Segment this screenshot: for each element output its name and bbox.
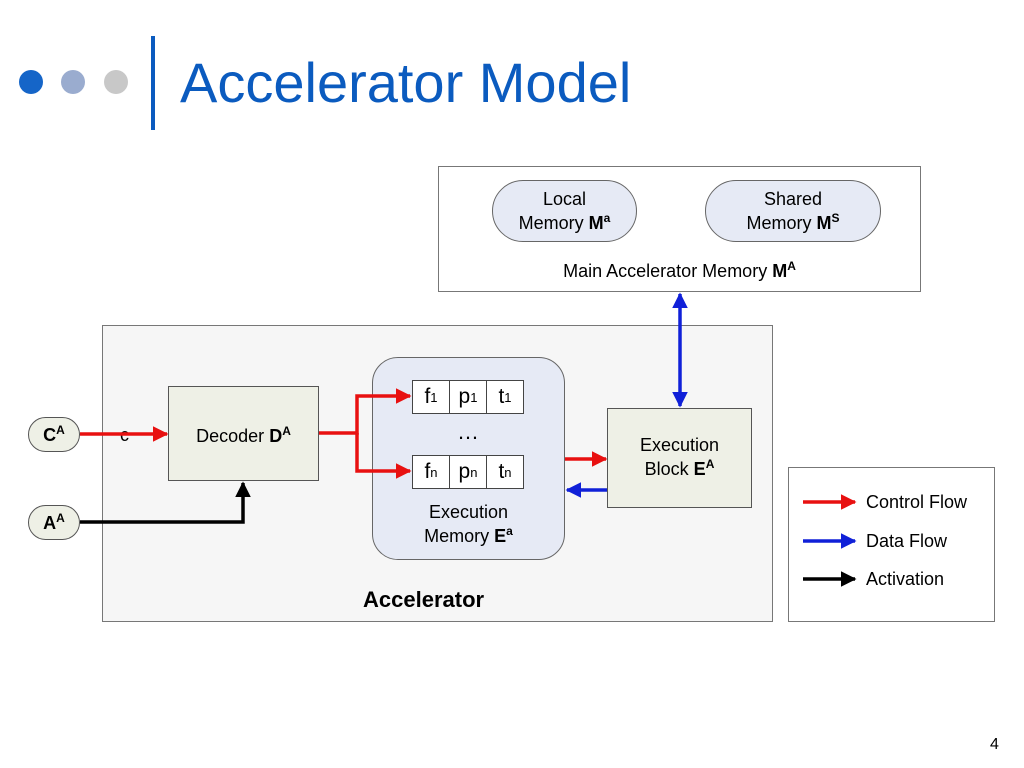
execution-memory-label: Execution Memory Ea [372,500,565,548]
local-memory-node: Local Memory Ma [492,180,637,242]
execution-memory-line2: Memory [424,526,495,546]
control-input-sup: A [56,422,65,437]
shared-memory-sup: S [831,211,840,225]
bullet-dot-2 [61,70,85,94]
activation-input-arrow [80,481,251,524]
activation-input-node: AA [28,505,80,540]
main-memory-text: Main Accelerator Memory [563,261,773,281]
execution-block-label: Execution Block EA [607,433,752,481]
execution-block-sup: A [705,457,715,471]
bullet-dot-3 [104,70,128,94]
shared-memory-symbol: M [816,213,832,233]
decoder-node [168,386,319,481]
legend-data-label: Data Flow [866,531,948,551]
decoder-sup: A [282,424,291,438]
decoder-symbol: D [269,426,283,446]
decoder-text: Decoder [196,426,270,446]
execution-memory-line1: Execution [428,502,509,522]
local-memory-symbol: M [588,213,604,233]
execution-block-line1: Execution [639,435,720,455]
decoder-to-rown-arrow [355,433,412,479]
slide-title: Accelerator Model [180,51,632,114]
execution-block-node [607,408,752,508]
decoder-to-row1-arrow [319,388,412,435]
control-input-node: CA [28,417,80,452]
shared-memory-node: Shared Memory MS [705,180,881,242]
local-memory-sup: a [603,211,611,225]
main-memory-label: Main Accelerator Memory MA [438,259,921,283]
page-number: 4 [990,736,999,753]
legend-activation-label: Activation [866,569,945,589]
execution-block-line2: Block [644,459,694,479]
local-memory-line1: Local [542,189,586,209]
bullet-dot-1 [19,70,43,94]
execution-memory-ellipsis: … [457,419,479,444]
decoder-label: Decoder DA [168,424,319,448]
shared-memory-line1: Shared [763,189,823,209]
legend-box [788,467,995,622]
shared-memory-line2: Memory [746,213,817,233]
title-divider [151,36,155,130]
execution-block-symbol: E [693,459,706,479]
activation-input-symbol: A [43,512,57,533]
accelerator-label: Accelerator [363,587,485,612]
legend-control-label: Control Flow [866,492,968,512]
execution-memory-symbol: E [494,526,507,546]
local-memory-line2: Memory [518,213,589,233]
main-memory-sup: A [787,259,796,273]
control-input-symbol: C [43,424,57,445]
execution-memory-sup: a [506,524,513,538]
main-memory-symbol: M [772,261,788,281]
activation-input-sup: A [56,510,65,525]
